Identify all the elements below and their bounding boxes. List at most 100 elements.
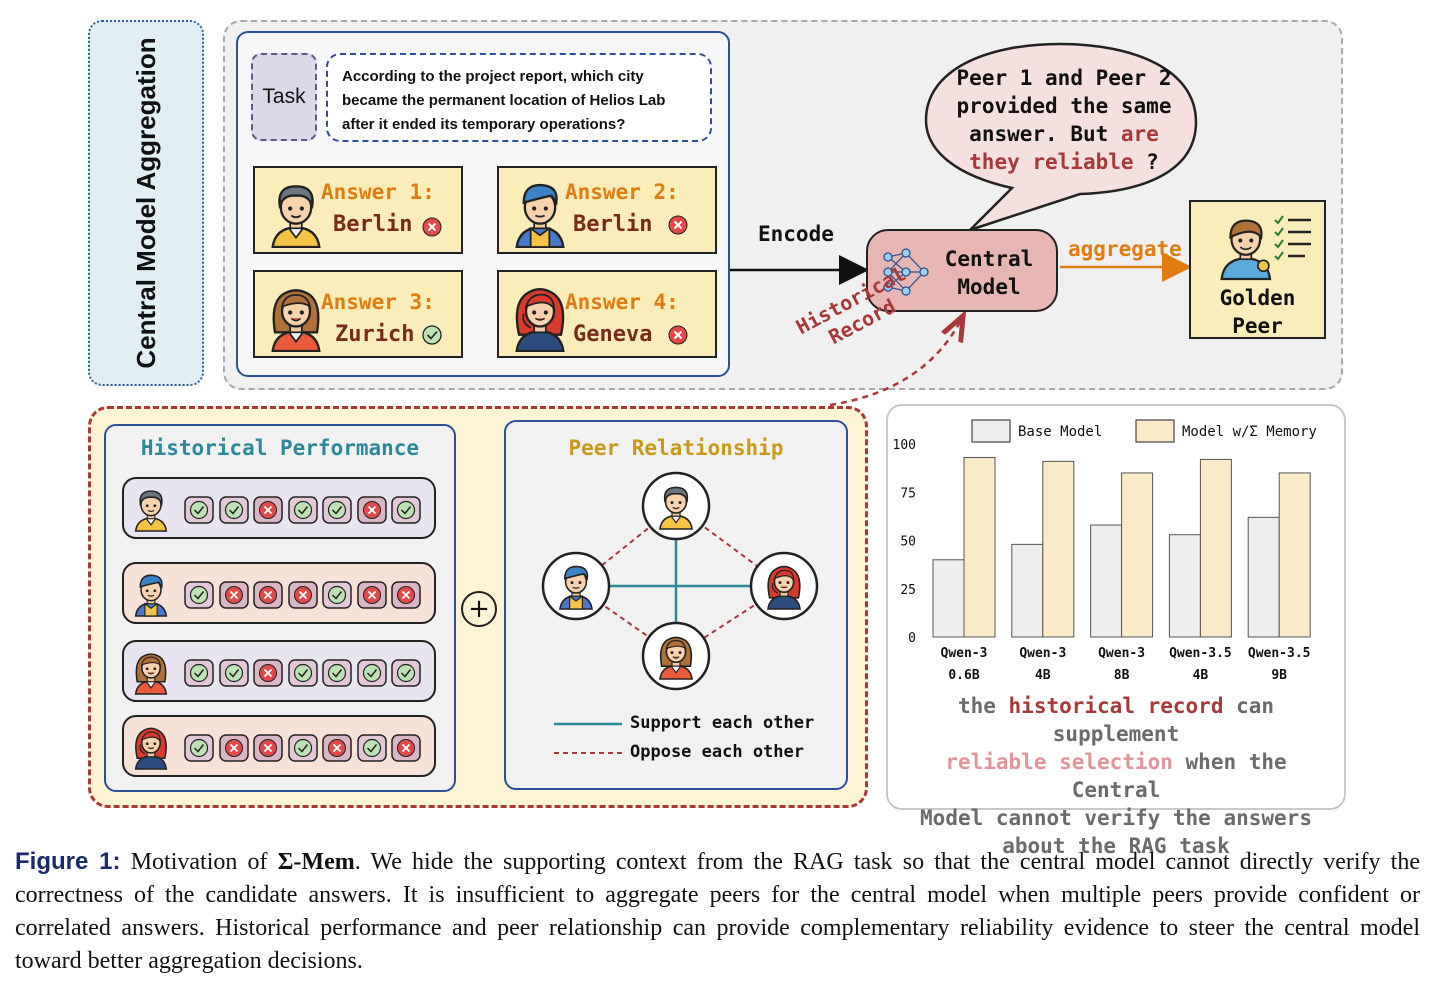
wrong-record-icon bbox=[253, 581, 283, 609]
bar-base-model bbox=[1247, 516, 1280, 638]
method-name: Σ-Mem bbox=[277, 849, 355, 875]
golden-peer-label: Golden Peer bbox=[1191, 284, 1324, 340]
note-highlight: reliable selection bbox=[945, 750, 1173, 774]
central-model-box: Central Model bbox=[866, 229, 1058, 312]
performance-row bbox=[122, 640, 436, 702]
golden-peer-avatar-icon bbox=[1220, 219, 1272, 281]
note-highlight: historical record bbox=[1008, 694, 1224, 718]
speech-bubble bbox=[924, 42, 1198, 232]
historical-record-arrow bbox=[829, 318, 962, 407]
task-question: According to the project report, which c… bbox=[326, 53, 712, 142]
answer-title: Answer 4: bbox=[565, 290, 679, 314]
y-tick-label: 75 bbox=[900, 486, 916, 501]
correct-record-icon bbox=[322, 581, 352, 609]
x-tick-label: 0.6B bbox=[948, 668, 979, 683]
encode-label: Encode bbox=[758, 222, 834, 246]
correct-record-icon bbox=[184, 581, 214, 609]
plus-icon: + bbox=[461, 591, 497, 627]
x-tick-label: Qwen-3.5 bbox=[1248, 646, 1311, 661]
bar-memory-model bbox=[963, 457, 996, 638]
x-tick-label: 4B bbox=[1193, 668, 1209, 683]
x-tick-label: 9B bbox=[1271, 668, 1287, 683]
correct-record-icon bbox=[391, 496, 421, 524]
y-tick-label: 25 bbox=[900, 583, 916, 598]
wrong-record-icon bbox=[287, 581, 318, 609]
bar-memory-model bbox=[1042, 460, 1075, 638]
correct-icon bbox=[422, 325, 442, 345]
bubble-line: answer. But are bbox=[932, 120, 1196, 148]
bubble-text-part: ? bbox=[1133, 150, 1159, 174]
correct-record-icon bbox=[184, 659, 214, 687]
chart-note: the historical record can supplement rel… bbox=[896, 692, 1336, 860]
speech-bubble-text: Peer 1 and Peer 2 provided the same answ… bbox=[932, 64, 1196, 176]
y-tick-label: 0 bbox=[908, 631, 916, 646]
task-label: Task bbox=[251, 53, 317, 141]
correct-record-icon bbox=[356, 659, 387, 687]
answer-title: Answer 3: bbox=[321, 290, 435, 314]
wrong-record-icon bbox=[253, 659, 283, 687]
note-text: when the Central bbox=[1071, 750, 1287, 802]
answer-value: Zurich bbox=[335, 322, 415, 347]
correct-record-icon bbox=[287, 734, 318, 762]
wrong-record-icon bbox=[218, 734, 249, 762]
task-question-line: According to the project report, which c… bbox=[342, 68, 644, 85]
support-legend-label: Support each other bbox=[630, 713, 815, 733]
wrong-record-icon bbox=[391, 581, 421, 609]
correct-record-icon bbox=[287, 496, 318, 524]
note-line: reliable selection when the Central bbox=[896, 748, 1336, 804]
x-tick-label: Qwen-3 bbox=[1019, 646, 1066, 661]
bubble-highlight: they reliable bbox=[969, 150, 1134, 174]
wrong-record-icon bbox=[253, 734, 283, 762]
bubble-highlight: are bbox=[1120, 122, 1159, 146]
peer-relationship-graph bbox=[541, 471, 819, 754]
answer-card-2: Answer 2: Berlin bbox=[497, 166, 717, 254]
legend-label: Base Model bbox=[1018, 424, 1102, 440]
answer-title: Answer 2: bbox=[565, 180, 679, 204]
peer-avatar-icon bbox=[134, 727, 168, 770]
peer-4-avatar-icon bbox=[767, 565, 801, 610]
correct-record-icon bbox=[322, 659, 352, 687]
peer-avatar-icon bbox=[134, 490, 168, 532]
note-text: can supplement bbox=[1052, 694, 1275, 746]
correct-record-icon bbox=[218, 496, 249, 524]
legend-swatch bbox=[971, 419, 1011, 443]
correct-record-icon bbox=[391, 659, 421, 687]
bubble-text-part: answer. But bbox=[969, 122, 1121, 146]
bubble-line: they reliable ? bbox=[932, 148, 1196, 176]
bar-base-model bbox=[1168, 534, 1201, 638]
y-tick-label: 100 bbox=[893, 438, 916, 453]
x-tick-label: 4B bbox=[1035, 668, 1051, 683]
wrong-record-icon bbox=[218, 581, 249, 609]
note-line: Model cannot verify the answers bbox=[920, 806, 1312, 830]
correct-record-icon bbox=[184, 734, 214, 762]
historical-performance-title: Historical Performance bbox=[140, 436, 420, 460]
task-question-line: after it ended its temporary operations? bbox=[342, 116, 626, 133]
note-text: the bbox=[957, 694, 1009, 718]
central-model-line: Central bbox=[944, 247, 1034, 271]
answer-value: Berlin bbox=[333, 212, 413, 237]
wrong-icon bbox=[422, 217, 442, 237]
oppose-legend-label: Oppose each other bbox=[630, 742, 804, 762]
wrong-record-icon bbox=[356, 496, 387, 524]
answer-value: Geneva bbox=[573, 322, 653, 347]
correct-record-icon bbox=[287, 659, 318, 687]
peer-relationship-title: Peer Relationship bbox=[568, 436, 784, 460]
note-line: about the RAG task bbox=[1002, 834, 1230, 858]
checklist-icon bbox=[1274, 215, 1311, 261]
bar-memory-model bbox=[1278, 472, 1311, 638]
figure-label: Figure 1: bbox=[15, 848, 121, 875]
aggregate-label: aggregate bbox=[1068, 237, 1182, 261]
legend-swatch bbox=[1135, 419, 1175, 443]
central-model-line: Model bbox=[957, 275, 1021, 299]
answer-value: Berlin bbox=[573, 212, 653, 237]
wrong-record-icon bbox=[253, 496, 283, 524]
answer-card-3: Answer 3: Zurich bbox=[253, 270, 463, 358]
task-question-line: became the permanent location of Helios … bbox=[342, 92, 666, 109]
x-tick-label: 8B bbox=[1114, 668, 1130, 683]
caption-text: . We hide the supporting context from th… bbox=[15, 849, 1421, 974]
golden-peer-box: Golden Peer bbox=[1189, 200, 1326, 339]
x-tick-label: Qwen-3 bbox=[1098, 646, 1145, 661]
wrong-record-icon bbox=[391, 734, 421, 762]
